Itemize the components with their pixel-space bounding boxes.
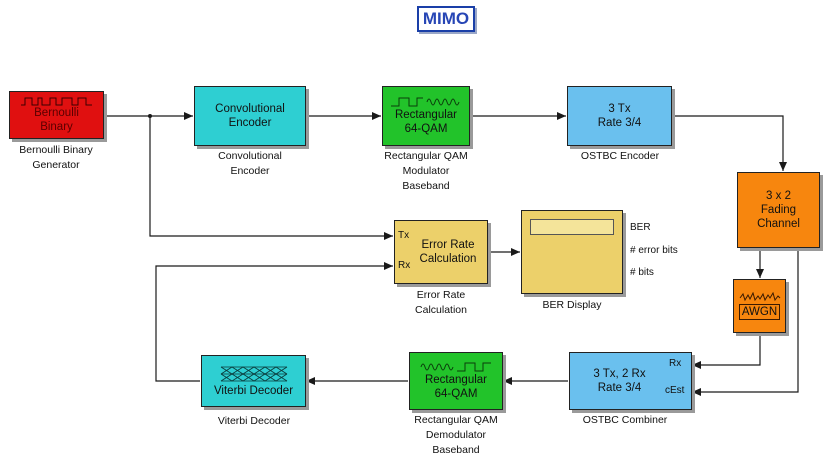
port-label-rx: Rx (398, 260, 411, 271)
block-label-line: 64-QAM (434, 388, 478, 400)
block-label-line: 64-QAM (404, 123, 448, 135)
port-label-cest: cEst (665, 385, 685, 396)
wire-fading-to-cest (692, 248, 799, 396)
waveform-icon (420, 362, 491, 372)
port-label-tx: Tx (398, 230, 410, 241)
qam-demodulator-block[interactable]: Rectangular 64-QAM (409, 352, 503, 410)
qam-modulator-block[interactable]: Rectangular 64-QAM (382, 86, 470, 146)
trellis-icon (220, 366, 287, 382)
ostbc-encoder-caption: OSTBC Encoder (580, 150, 660, 162)
page-title: MIMO (422, 9, 470, 28)
bernoulli-caption: Bernoulli Binary Generator (19, 144, 93, 171)
wire-branch-to-error-tx (149, 116, 393, 240)
viterbi-decoder-block[interactable]: Viterbi Decoder (201, 355, 306, 407)
block-label-line: Binary (40, 121, 73, 133)
display-readout-window (530, 219, 614, 235)
block-label-line: Error Rate (421, 239, 475, 251)
block-label-line: 3 Tx, 2 Rx (593, 368, 646, 380)
ostbc-encoder-block[interactable]: 3 Tx Rate 3/4 (567, 86, 672, 146)
mimo-title-box: MIMO (417, 6, 475, 32)
block-label-line: Rate 3/4 (597, 117, 642, 129)
block-label-line: Rate 3/4 (597, 382, 642, 394)
block-label-line: Encoder (228, 117, 272, 129)
error-rate-caption: Error Rate Calculation (415, 289, 467, 316)
block-label-line: 3 Tx (608, 103, 631, 115)
bernoulli-binary-block[interactable]: Bernoulli Binary (9, 91, 104, 139)
block-label-line: Calculation (419, 253, 477, 265)
awgn-block[interactable]: AWGN (733, 279, 786, 333)
wire-ostbc-to-fading (672, 115, 787, 171)
block-label-line: Fading (760, 204, 797, 216)
noise-icon (739, 292, 780, 302)
block-label-line: 3 x 2 (766, 190, 791, 202)
ber-display-caption: BER Display (542, 299, 602, 311)
waveform-icon (391, 97, 460, 107)
pulse-train-icon (20, 97, 92, 106)
ostbc-combiner-caption: OSTBC Combiner (582, 414, 668, 426)
error-rate-calculation-block[interactable]: Error Rate Calculation (394, 220, 488, 284)
viterbi-decoder-caption: Viterbi Decoder (217, 415, 291, 427)
qam-demodulator-caption: Rectangular QAM Demodulator Baseband (414, 414, 498, 456)
ber-display-block[interactable] (521, 210, 623, 294)
block-label-line: Viterbi Decoder (213, 385, 294, 397)
block-label-line: Bernoulli (34, 107, 79, 119)
block-label-line: Rectangular (394, 109, 457, 121)
block-label-line: Rectangular (424, 374, 487, 386)
convolutional-encoder-block[interactable]: Convolutional Encoder (194, 86, 306, 146)
block-label-line: Convolutional (215, 103, 285, 115)
bits-output-label: # bits (630, 267, 654, 278)
fading-channel-block[interactable]: 3 x 2 Fading Channel (737, 172, 820, 248)
block-label-line: Channel (757, 218, 800, 230)
wire-awgn-to-rx (692, 333, 761, 369)
branch-point (148, 114, 152, 118)
qam-modulator-caption: Rectangular QAM Modulator Baseband (384, 150, 468, 192)
wire-viterbi-to-error-rx (155, 262, 393, 382)
convolutional-encoder-caption: Convolutional Encoder (218, 150, 282, 177)
error-bits-output-label: # error bits (630, 245, 678, 256)
ostbc-combiner-block[interactable]: 3 Tx, 2 Rx Rate 3/4 (569, 352, 692, 410)
port-label-rx: Rx (669, 358, 682, 369)
block-label-line: AWGN (738, 304, 781, 320)
ber-output-label: BER (630, 222, 651, 233)
